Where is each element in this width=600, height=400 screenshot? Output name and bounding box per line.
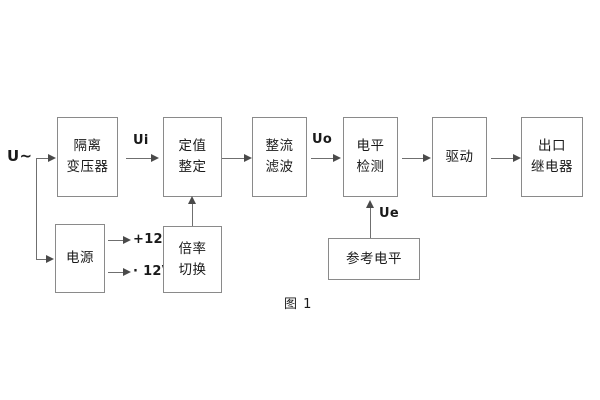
block-output-relay-line-1: 出口 (538, 138, 566, 155)
connector-isolation-to-setting (126, 158, 153, 159)
power-rail-positive-label: +12V (133, 232, 174, 247)
power-rail-negative-label: · 12V (133, 264, 173, 279)
arrow-into-level-detection (333, 153, 341, 162)
arrow-into-rectifier-filter (244, 153, 252, 162)
input-branch-vertical-segment (36, 158, 37, 259)
block-setting-value-line-2: 整定 (178, 159, 207, 175)
block-level-detection: 电平 检测 (343, 117, 398, 197)
connector-drive-to-output-relay (491, 158, 515, 159)
signal-label-ue: Ue (379, 206, 399, 221)
block-level-detection-line-1: 电平 (356, 138, 385, 155)
input-branch-bottom-segment (36, 259, 50, 260)
block-multiplier-switch-line-2: 切换 (178, 261, 207, 278)
block-setting-value-line-1: 定值 (178, 138, 207, 155)
block-power-supply: 电源 (55, 224, 105, 293)
connector-level-detection-to-drive (402, 158, 425, 159)
block-isolation-transformer-line-1: 隔离 (73, 138, 102, 155)
arrow-into-drive (423, 153, 431, 162)
connector-multiplier-to-setting (192, 200, 193, 226)
block-rectifier-filter-line-2: 滤波 (265, 159, 294, 175)
block-setting-value: 定值 整定 (163, 117, 222, 197)
block-drive: 驱动 (432, 117, 487, 197)
input-voltage-label: U~ (7, 147, 33, 165)
block-rectifier-filter-line-1: 整流 (265, 138, 294, 155)
connector-rail-negative (108, 272, 125, 273)
block-drive-line-1: 驱动 (445, 148, 474, 165)
figure-caption: 图 1 (284, 297, 313, 312)
signal-label-ui: Ui (133, 133, 149, 148)
arrow-rail-negative (123, 267, 131, 276)
block-multiplier-switch-line-1: 倍率 (178, 240, 207, 257)
arrow-into-setting-value (151, 153, 159, 162)
connector-setting-to-rectifier (222, 158, 246, 159)
block-multiplier-switch: 倍率 切换 (163, 226, 222, 293)
block-output-relay: 出口 继电器 (521, 117, 583, 197)
arrow-up-into-setting-value (187, 196, 196, 204)
arrow-into-output-relay (513, 153, 521, 162)
block-isolation-transformer: 隔离 变压器 (57, 117, 118, 197)
block-reference-level: 参考电平 (328, 238, 420, 280)
arrow-into-power-supply (46, 254, 54, 263)
block-reference-level-line-1: 参考电平 (346, 250, 402, 267)
connector-reference-to-level-detection (370, 205, 371, 238)
block-rectifier-filter: 整流 滤波 (252, 117, 307, 197)
arrow-rail-positive (123, 235, 131, 244)
connector-rectifier-to-level-detection (311, 158, 335, 159)
signal-label-uo: Uo (312, 132, 333, 147)
block-power-supply-line-1: 电源 (66, 250, 94, 267)
arrow-up-into-level-detection (365, 200, 374, 208)
block-isolation-transformer-line-2: 变压器 (66, 159, 109, 175)
connector-rail-positive (108, 240, 125, 241)
block-output-relay-line-2: 继电器 (531, 159, 573, 175)
block-level-detection-line-2: 检测 (356, 159, 385, 175)
arrow-into-isolation-transformer (48, 153, 56, 162)
input-branch-top-segment (36, 158, 50, 159)
